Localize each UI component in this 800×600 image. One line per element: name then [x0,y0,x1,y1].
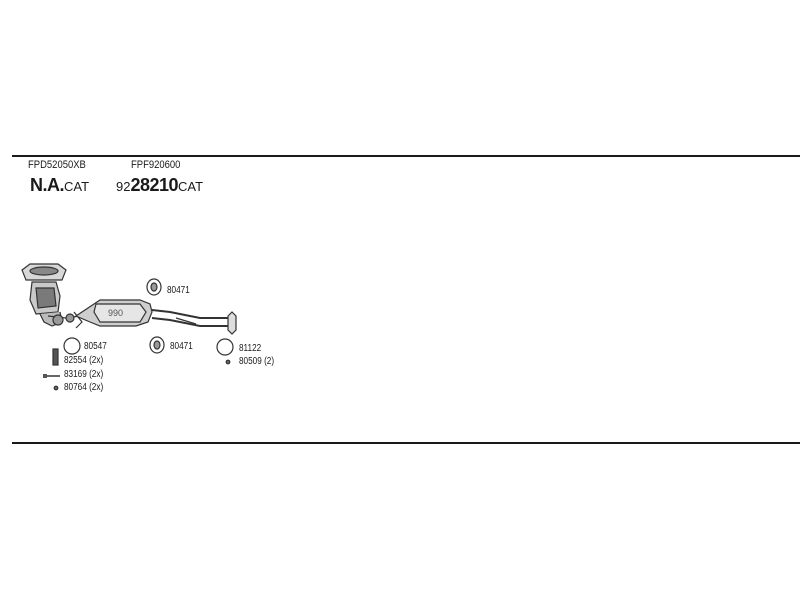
hanger-illustration-bottom [149,336,165,354]
hanger-bottom-label: 80471 [170,341,193,352]
manifold-catalyst-illustration [21,263,83,329]
front-pipe-number: 9228210CAT [116,176,203,195]
clamp-illustration [52,348,59,366]
hanger-illustration-top [146,278,162,296]
manifold-catalyst-main-number: N.A. [30,175,65,195]
front-pipe-suffix: CAT [178,179,204,194]
nut-80509-label: 80509 (2) [239,356,275,367]
front-pipe-main-number: 28210 [130,175,179,195]
nut-illustration [53,385,59,391]
hanger-top-label: 80471 [167,285,190,296]
bolt-label: 83169 (2x) [64,369,104,380]
ring-illustration [216,338,234,356]
gasket-label: 80547 [84,341,107,352]
ring-label: 81122 [239,343,262,354]
manifold-catalyst-code: FPD52050XB [28,159,86,171]
clamp-label: 82554 (2x) [64,355,104,366]
nut-small-illustration [225,359,231,365]
manifold-catalyst-suffix: CAT [64,179,90,194]
nut-label: 80764 (2x) [64,382,104,393]
top-divider [12,155,800,157]
front-pipe-code: FPF920600 [131,159,181,171]
svg-text:990: 990 [108,308,123,318]
gasket-ring-illustration [63,337,81,355]
front-pipe-illustration: 990 [74,299,237,335]
manifold-catalyst-number: N.A.CAT [30,176,89,195]
front-pipe-prefix: 92 [116,179,131,194]
bottom-divider [12,442,800,444]
